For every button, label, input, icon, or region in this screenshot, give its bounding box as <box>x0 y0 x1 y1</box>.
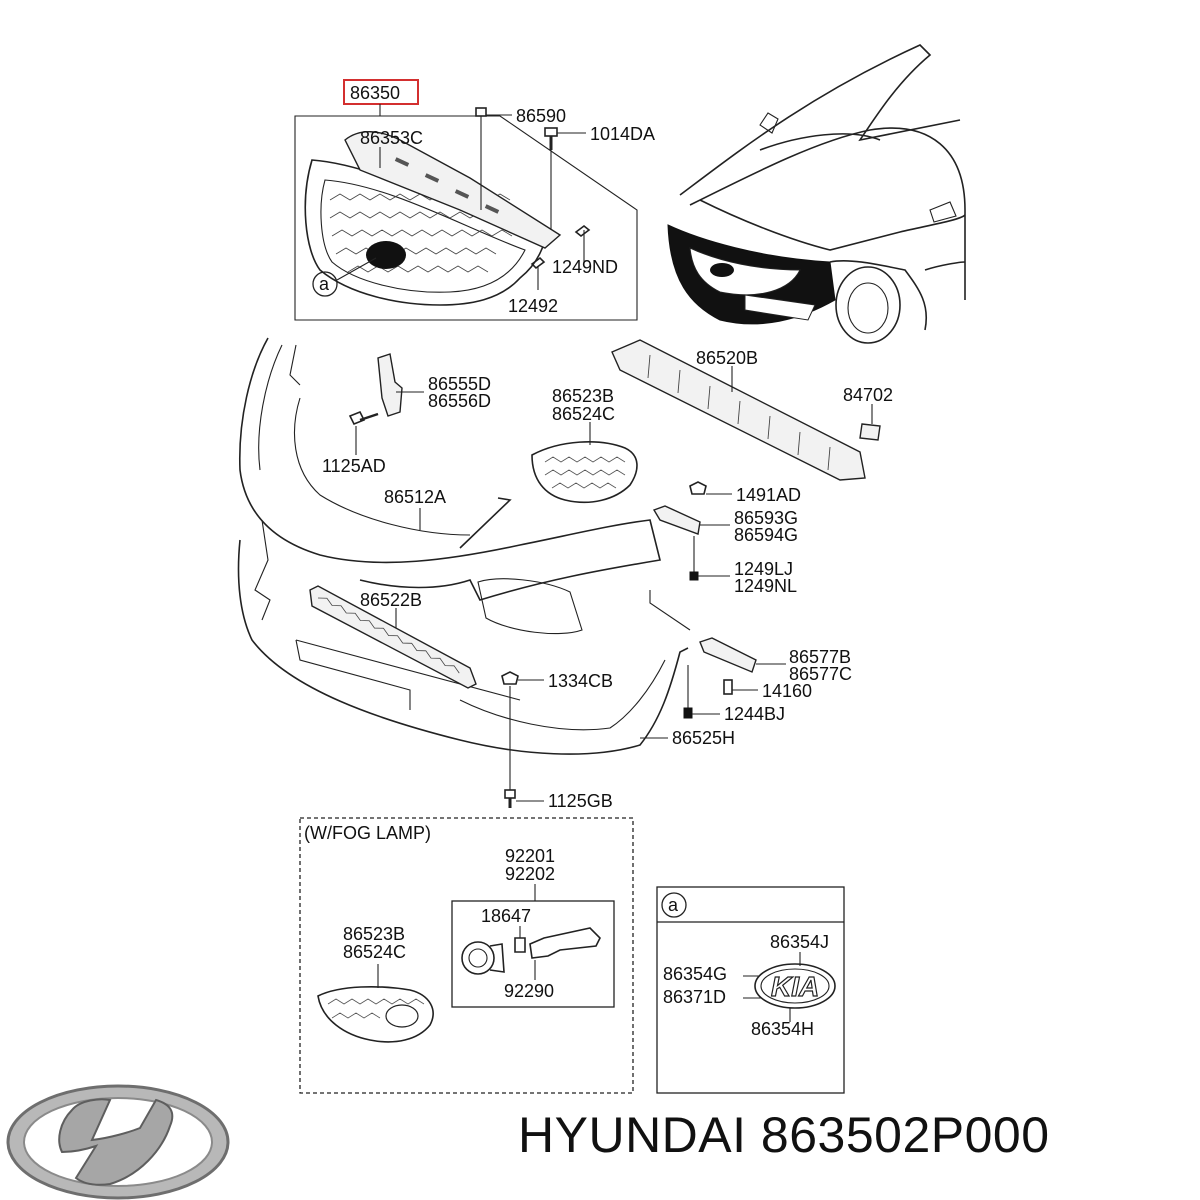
ref-a-circle-box <box>661 892 687 918</box>
screw-14160[interactable] <box>723 679 733 695</box>
part-86556d-label[interactable]: 86556D <box>428 391 491 411</box>
part-86353c-label[interactable]: 86353C <box>360 128 423 148</box>
part-86590-label[interactable]: 86590 <box>516 106 566 126</box>
part-1491ad-label[interactable]: 1491AD <box>736 485 801 505</box>
part-86512a-label[interactable]: 86512A <box>384 487 446 507</box>
part-1249lj-label[interactable]: 1249LJ <box>734 559 793 579</box>
side-cover-mesh <box>544 456 626 489</box>
bracket-86555d[interactable] <box>377 353 403 417</box>
bracket-86593g[interactable] <box>652 505 701 535</box>
screw-1249lj[interactable] <box>689 536 699 581</box>
part-84702-label[interactable]: 84702 <box>843 385 893 405</box>
grille-mesh-border <box>320 179 526 293</box>
grille-upper-cover[interactable] <box>344 131 562 249</box>
part-92201-label[interactable]: 92201 <box>505 846 555 866</box>
grille-assembly-group: 86350 86590 <box>294 79 655 321</box>
part-1125ad-label[interactable]: 1125AD <box>322 456 386 476</box>
brand-part-number: HYUNDAI 863502P000 <box>518 1107 1050 1163</box>
lower-grille-mesh <box>317 597 460 674</box>
upper-cover-slots <box>394 157 500 214</box>
part-14160-label[interactable]: 14160 <box>762 681 812 701</box>
part-92290-label[interactable]: 92290 <box>504 981 554 1001</box>
part-86594g-label[interactable]: 86594G <box>734 525 798 545</box>
part-86555d-label[interactable]: 86555D <box>428 374 491 394</box>
part-86354g-label[interactable]: 86354G <box>663 964 727 984</box>
fog-part-86523b-label[interactable]: 86523B <box>343 924 405 944</box>
bumper-upper-cover[interactable] <box>238 337 661 601</box>
fog-lamp-bulb-18647[interactable] <box>514 937 526 953</box>
bumper-side-cover[interactable] <box>531 441 638 504</box>
screw-1249nd[interactable] <box>574 224 591 262</box>
clip-84702[interactable] <box>859 423 881 441</box>
emblem-group: a 86354J KIA 86354G 86371D 86354H <box>656 886 845 1094</box>
part-92202-label[interactable]: 92202 <box>505 864 555 884</box>
clip-1491ad[interactable] <box>689 481 707 495</box>
part-86354h-label[interactable]: 86354H <box>751 1019 814 1039</box>
fog-lamp-box <box>299 817 634 1094</box>
bolt-1125ad[interactable] <box>348 410 379 455</box>
absorber-ribs <box>647 354 831 471</box>
bumper-upper-group: 86555D 86556D 1125AD 86512A 86523B 86524… <box>238 337 893 635</box>
fog-part-86524c-label[interactable]: 86524C <box>343 942 406 962</box>
part-86524c-label[interactable]: 86524C <box>552 404 615 424</box>
clip-1334cb[interactable] <box>501 671 519 685</box>
part-86354j-label[interactable]: 86354J <box>770 932 829 952</box>
part-86522b-label[interactable]: 86522B <box>360 590 422 610</box>
grille-box-outline <box>294 104 638 321</box>
fog-lamp-bracket-92290[interactable] <box>529 927 601 959</box>
energy-absorber-86520b[interactable] <box>611 339 866 481</box>
fog-cover-86523b[interactable] <box>317 985 434 1043</box>
ref-a-label-top: a <box>319 274 330 294</box>
clip-86590[interactable] <box>475 107 487 210</box>
part-86523b-label[interactable]: 86523B <box>552 386 614 406</box>
lower-grille-86522b[interactable] <box>309 585 477 689</box>
screw-1244bj[interactable] <box>683 665 693 719</box>
part-86350-label[interactable]: 86350 <box>350 83 400 103</box>
fog-lamp-subbox <box>451 900 615 1008</box>
part-1125gb-label[interactable]: 1125GB <box>548 791 613 811</box>
part-86577b-label[interactable]: 86577B <box>789 647 851 667</box>
grille-emblem-recess <box>366 241 406 269</box>
emblem-box <box>656 886 845 1094</box>
part-86577c-label[interactable]: 86577C <box>789 664 852 684</box>
fog-lamp-group: (W/FOG LAMP) 92201 92202 18647 92290 865… <box>299 817 634 1094</box>
part-18647-label[interactable]: 18647 <box>481 906 531 926</box>
part-12492-label[interactable]: 12492 <box>508 296 558 316</box>
bolt-1125gb[interactable] <box>504 686 516 808</box>
vehicle-illustration <box>667 44 966 344</box>
part-86520b-label[interactable]: 86520B <box>696 348 758 368</box>
kia-emblem-text: KIA <box>771 971 819 1002</box>
ref-a-circle-top <box>312 271 338 297</box>
ref-a-label-box: a <box>668 895 679 915</box>
bumper-lower-group: 86522B 86577B 86577C 1334CB 14160 1244BJ… <box>237 519 852 811</box>
part-86350-highlight-box[interactable] <box>343 79 419 105</box>
bumper-lower-cover[interactable] <box>237 539 689 755</box>
fog-lamp-unit[interactable] <box>461 941 495 975</box>
hyundai-logo <box>6 1084 230 1200</box>
fog-cover-mesh <box>327 998 425 1019</box>
part-86525h-label[interactable]: 86525H <box>672 728 735 748</box>
bolt-1014da[interactable] <box>544 127 558 230</box>
screw-12492[interactable] <box>530 256 546 290</box>
part-1244bj-label[interactable]: 1244BJ <box>724 704 785 724</box>
part-86593g-label[interactable]: 86593G <box>734 508 798 528</box>
part-86371d-label[interactable]: 86371D <box>663 987 726 1007</box>
part-1249nd-label[interactable]: 1249ND <box>552 257 618 277</box>
fog-lamp-title: (W/FOG LAMP) <box>304 823 431 843</box>
part-1014da-label[interactable]: 1014DA <box>590 124 655 144</box>
bracket-86577b[interactable] <box>699 637 757 673</box>
part-1334cb-label[interactable]: 1334CB <box>548 671 613 691</box>
kia-emblem[interactable] <box>754 963 836 1009</box>
part-1249nl-label[interactable]: 1249NL <box>734 576 797 596</box>
leader-ref-a-top <box>336 257 377 281</box>
